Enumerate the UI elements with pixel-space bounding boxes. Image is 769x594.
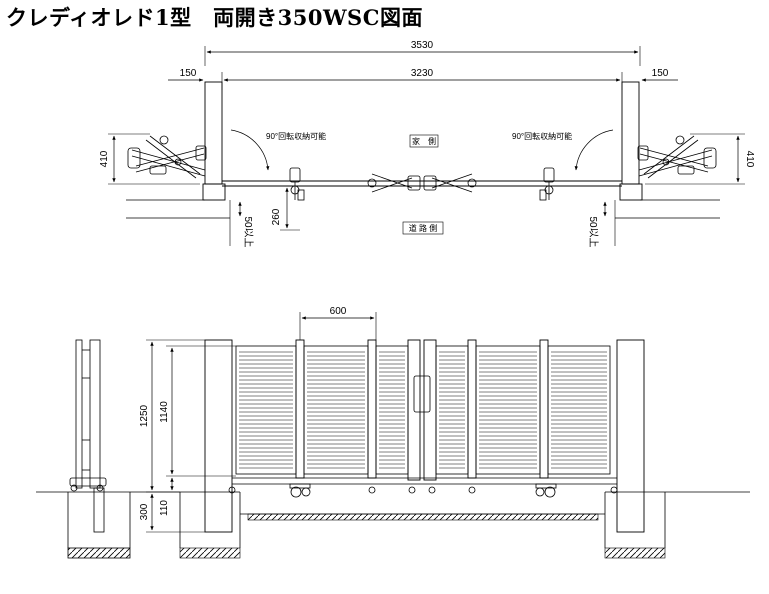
post-right-elevation: [616, 339, 645, 533]
swing-label-left: 90°回転収納可能: [266, 131, 326, 141]
post-left-plan: [204, 81, 223, 185]
footing-right: [619, 183, 643, 201]
center-handle: [413, 375, 431, 413]
dim-heights: 1250 1140 300 110: [139, 339, 236, 533]
gate-rail-plan: [222, 180, 622, 187]
dim-inner-width: 150 3230 150: [168, 68, 678, 90]
plan-view: 3530 150 3230 150: [99, 40, 755, 248]
track-hatch: [247, 513, 599, 521]
dim-panel-label: 600: [330, 306, 347, 317]
page-title: クレディオレド1型 両開き350WSC図面: [6, 5, 423, 30]
caster-left-plan: [289, 167, 305, 201]
gate-frame-rails: [295, 339, 549, 481]
dim-depth-left-label: 410: [99, 150, 110, 167]
folded-stack-left: [127, 135, 207, 179]
foundation-hatch-left: [179, 547, 241, 559]
dim-total-label: 3530: [411, 40, 434, 51]
dim-min-right-label: 50以上: [587, 216, 599, 247]
ground-lines-plan: [126, 199, 720, 219]
dim-post-right-label: 150: [652, 68, 669, 79]
foundation-hatch-right: [604, 547, 666, 559]
swing-label-right: 90°回転収納可能: [512, 131, 572, 141]
dim-offset-label: 260: [271, 208, 282, 225]
dim-panel: 600: [299, 306, 377, 340]
dim-gate-height-label: 1140: [159, 401, 170, 423]
footing-left: [202, 183, 226, 201]
caster-right-plan: [539, 167, 555, 201]
folded-stack-right: [637, 135, 717, 179]
dim-offset: 260: [271, 185, 300, 231]
dim-depth-right-label: 410: [744, 151, 755, 168]
swing-arcs: [230, 129, 614, 171]
center-latch-plan: [367, 173, 477, 193]
road-side-label: 道 路 側: [409, 223, 437, 233]
post-right-plan: [621, 81, 640, 185]
dim-post-height-label: 1250: [139, 404, 150, 427]
gate-panels: [235, 345, 611, 475]
gate-slats: [239, 351, 607, 469]
gate-casters: [228, 483, 618, 498]
dim-foundation-label: 300: [139, 503, 150, 520]
dim-min-left: 50以上: [229, 200, 254, 248]
side-view: [67, 339, 131, 559]
dim-depth-left: 410: [99, 133, 200, 185]
house-side-label: 家 側: [412, 136, 436, 146]
dim-inner-label: 3230: [411, 68, 434, 79]
road-label-box: [402, 221, 444, 235]
dim-min-right: 50以上: [587, 200, 616, 248]
gate-bottom-rail: [232, 477, 617, 485]
dim-total-width: 3530: [204, 40, 641, 66]
dim-min-left-label: 50以上: [242, 216, 254, 247]
dim-depth-right: 410: [645, 133, 755, 185]
post-left-elevation: [204, 339, 233, 533]
dim-clearance-label: 110: [159, 500, 170, 516]
house-label-box: [409, 134, 439, 148]
elevation-view: 600 1250 1140 300 110: [36, 306, 750, 559]
dim-post-left-label: 150: [180, 68, 197, 79]
